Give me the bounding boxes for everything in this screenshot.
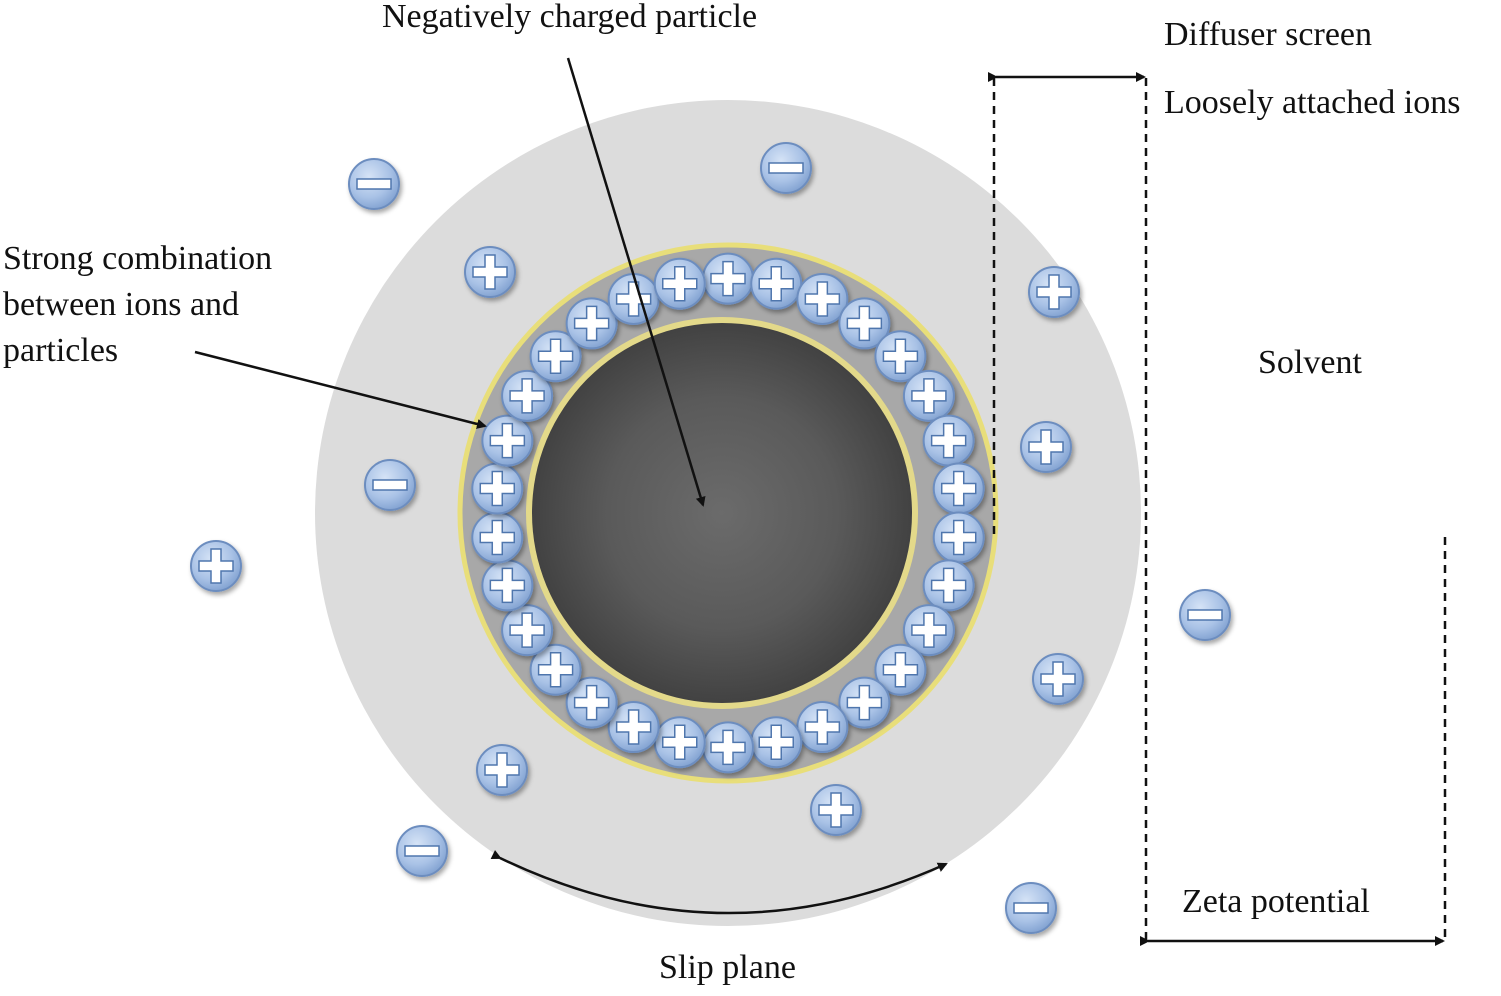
strong-combination-line-1: Strong combination xyxy=(3,240,273,277)
diffuse-negative-ion xyxy=(1005,882,1057,934)
negative-particle-label: Negatively charged particle xyxy=(382,0,758,35)
particle-core xyxy=(532,323,912,703)
stern-positive-ion xyxy=(481,414,534,467)
stern-positive-ion xyxy=(471,511,524,564)
slip-plane-arc xyxy=(490,850,948,915)
slip-plane-label: Slip plane xyxy=(659,949,796,986)
stern-positive-ion xyxy=(922,414,975,467)
stern-positive-ion xyxy=(932,511,985,564)
negative-particle-pointer xyxy=(566,57,706,507)
stern-positive-ion xyxy=(750,257,803,310)
strong-combination-line-2: between ions and xyxy=(3,286,240,323)
diffuse-negative-ion xyxy=(348,158,400,210)
stern-positive-ion xyxy=(902,369,955,422)
loosely-attached-label: Loosely attached ions xyxy=(1164,84,1461,121)
solvent-label: Solvent xyxy=(1258,344,1362,381)
diffuse-positive-ion xyxy=(1020,421,1072,473)
diffuse-positive-ion xyxy=(476,744,528,796)
stern-positive-ion xyxy=(702,252,754,305)
diffuse-negative-ion xyxy=(760,142,812,194)
diffuse-positive-ion xyxy=(1028,266,1080,318)
strong-combination-line-3: particles xyxy=(3,332,119,369)
stern-positive-ion xyxy=(932,462,985,515)
diffuse-negative-ion xyxy=(1179,589,1231,641)
stern-positive-ion xyxy=(653,257,706,310)
diffuse-negative-ion xyxy=(364,459,416,511)
strong-combination-label: Strong combination between ions and part… xyxy=(3,236,272,374)
stern-positive-ion xyxy=(702,721,754,774)
diffuse-positive-ion xyxy=(464,246,516,298)
zeta-potential-label: Zeta potential xyxy=(1182,883,1370,920)
stern-positive-ion xyxy=(481,559,534,612)
stern-positive-ion xyxy=(471,462,524,515)
stern-positive-ion xyxy=(922,559,975,612)
diffuse-positive-ion xyxy=(1032,653,1084,705)
stern-positive-ion xyxy=(796,701,849,754)
diffuser-screen-label: Diffuser screen xyxy=(1164,16,1373,53)
stern-positive-ion xyxy=(653,716,706,769)
diffuse-negative-ion xyxy=(396,825,448,877)
strong-combination-pointer xyxy=(194,350,487,429)
stern-positive-ion xyxy=(607,272,660,325)
stern-positive-ion xyxy=(750,716,803,769)
diffuse-positive-ion xyxy=(810,784,862,836)
diffuse-positive-ion xyxy=(190,540,242,592)
stern-positive-ion xyxy=(501,604,554,657)
